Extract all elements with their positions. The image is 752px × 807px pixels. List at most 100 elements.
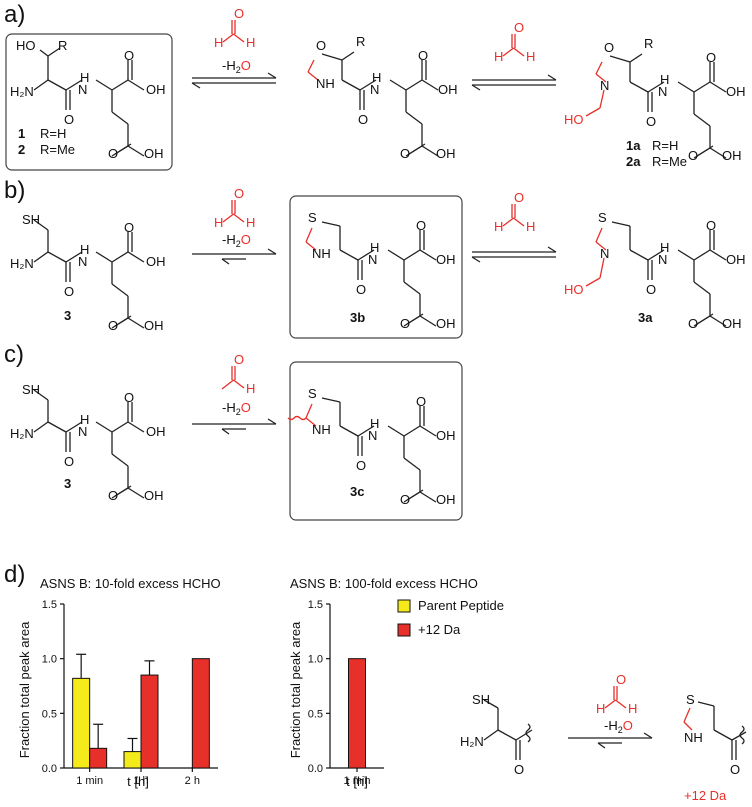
water-loss-label: -H2O <box>222 400 251 417</box>
molecule-3 <box>33 389 145 499</box>
box-compound-3b <box>289 195 463 339</box>
atom-o: O <box>706 218 716 233</box>
atom-o: O <box>416 394 426 409</box>
atom-h: H <box>494 219 503 234</box>
panel-label-a: a) <box>4 1 25 28</box>
atom-o: O <box>124 390 134 405</box>
equilibrium-arrow-forward[interactable] <box>191 418 277 435</box>
box-compound-3c <box>289 361 463 521</box>
atom-nh: H <box>80 412 89 427</box>
atom-h: H <box>526 49 535 64</box>
atom-s: S <box>598 210 607 225</box>
atom-h: H <box>628 701 637 716</box>
atom-o: O <box>108 318 118 333</box>
equilibrium-arrow-forward[interactable] <box>567 732 653 749</box>
chart1-title: ASNS B: 10-fold excess HCHO <box>40 576 221 591</box>
compound-r-1a: R=H <box>652 138 678 153</box>
y-tick-label: 0.5 <box>308 708 323 720</box>
mass-shift-label: +12 Da <box>684 788 727 803</box>
box-compounds-1-2 <box>5 33 173 171</box>
water-loss-label: -H2O <box>604 718 633 735</box>
atom-oh: OH <box>722 148 742 163</box>
atom-h: H <box>214 215 223 230</box>
atom-oh: OH <box>146 424 166 439</box>
atom-n: N <box>78 82 87 97</box>
atom-oh: OH <box>438 82 458 97</box>
molecule-cysteine-fragment <box>483 699 533 760</box>
atom-sh: SH <box>472 692 490 707</box>
atom-o: O <box>124 48 134 63</box>
atom-r: R <box>58 38 67 53</box>
atom-oh: OH <box>436 428 456 443</box>
equilibrium-arrow[interactable] <box>191 72 277 89</box>
formaldehyde-reagent <box>502 203 525 227</box>
atom-oh: OH <box>436 252 456 267</box>
equilibrium-arrow-forward[interactable] <box>191 248 277 265</box>
water-loss-label: -H2O <box>222 58 251 75</box>
atom-nh: H <box>370 416 379 431</box>
equilibrium-arrow[interactable] <box>471 246 557 263</box>
compound-r-2: R=Me <box>40 142 75 157</box>
atom-o: O <box>514 20 524 35</box>
atom-nh: H <box>660 72 669 87</box>
y-tick-label: 0.0 <box>308 763 323 775</box>
atom-o: O <box>234 186 244 201</box>
atom-h: H <box>246 35 255 50</box>
molecule-3c <box>287 397 437 503</box>
atom-o: O <box>64 454 74 469</box>
atom-o: O <box>400 316 410 331</box>
atom-h: H <box>494 49 503 64</box>
atom-n: N <box>600 78 609 93</box>
molecule-3b <box>305 221 437 327</box>
atom-oh: OH <box>144 318 164 333</box>
atom-oh: OH <box>726 252 746 267</box>
x-tick-label: 2 h <box>185 775 200 787</box>
atom-ho: HO <box>16 38 36 53</box>
compound-r-1: R=H <box>40 126 66 141</box>
x-tick-label: 1 min <box>344 775 371 787</box>
bar <box>191 658 210 769</box>
legend-label-parent: Parent Peptide <box>418 598 504 613</box>
atom-oh: OH <box>436 492 456 507</box>
compound-label-3: 3 <box>64 308 71 323</box>
atom-o: O <box>646 114 656 129</box>
atom-nh: H <box>372 70 381 85</box>
chart1-xlabel: t [h] <box>127 774 149 789</box>
compound-label-2: 2 <box>18 142 25 157</box>
atom-ho: HO <box>564 282 584 297</box>
atom-o: O <box>418 48 428 63</box>
y-tick-label: 0.5 <box>42 708 57 720</box>
atom-n: N <box>600 246 609 261</box>
equilibrium-arrow[interactable] <box>471 74 557 91</box>
y-tick-label: 1.0 <box>308 654 323 666</box>
atom-nh: NH <box>316 76 335 91</box>
atom-o: O <box>646 282 656 297</box>
atom-o: O <box>124 220 134 235</box>
atom-o: O <box>688 148 698 163</box>
atom-nh: NH <box>312 246 331 261</box>
atom-o: O <box>514 762 524 777</box>
chart1-ylabel: Fraction total peak area <box>17 621 32 758</box>
atom-nh: H <box>80 70 89 85</box>
y-tick-label: 0.0 <box>42 763 57 775</box>
atom-n: N <box>370 82 379 97</box>
atom-h: H <box>246 215 255 230</box>
atom-o: O <box>108 488 118 503</box>
acetaldehyde-reagent <box>221 365 245 390</box>
atom-o: O <box>234 6 244 21</box>
legend-swatch-12da <box>397 623 411 637</box>
y-tick-label: 1.5 <box>308 599 323 611</box>
atom-nh: NH <box>684 730 703 745</box>
molecule-oxazolidine-intermediate <box>307 51 439 157</box>
bar <box>348 658 366 769</box>
atom-o: O <box>688 316 698 331</box>
atom-o: O <box>64 112 74 127</box>
molecule-thiazolidine-fragment <box>683 701 747 760</box>
atom-o: O <box>356 282 366 297</box>
bar <box>72 677 91 769</box>
y-tick-label: 1.5 <box>42 599 57 611</box>
compound-label-3c: 3c <box>350 484 364 499</box>
atom-h: H <box>246 381 255 396</box>
